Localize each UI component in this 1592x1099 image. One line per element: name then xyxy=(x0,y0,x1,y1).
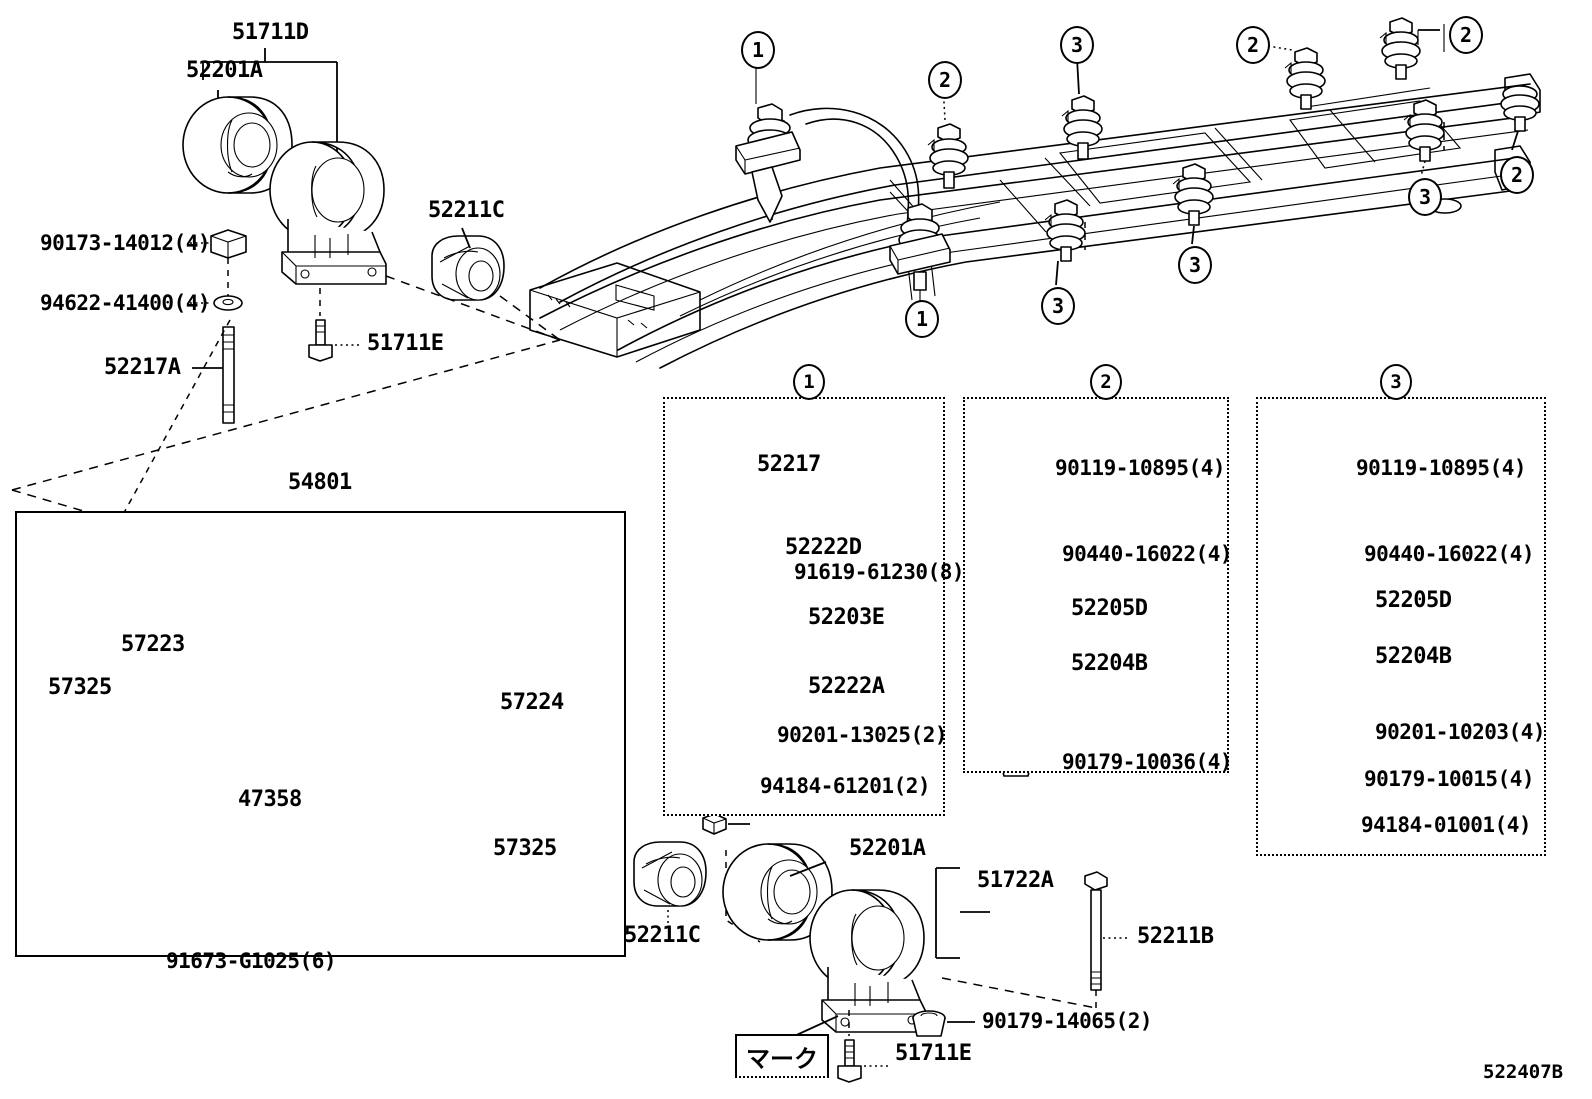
label-52205D-box2: 52205D xyxy=(1071,596,1148,621)
frame-callout-3b: 3 xyxy=(1408,178,1442,216)
label-52217A: 52217A xyxy=(104,355,181,380)
frame-callout-2a: 2 xyxy=(928,61,962,99)
label-51711E-bottom: 51711E xyxy=(895,1041,972,1066)
label-54801: 54801 xyxy=(288,470,352,495)
label-90179-10036: 90179-10036(4) xyxy=(1062,750,1233,774)
label-91673-G1025: 91673-G1025(6) xyxy=(166,949,337,973)
part-51711d-bracket xyxy=(269,141,387,285)
label-94184-01001: 94184-01001(4) xyxy=(1361,813,1532,837)
label-90440-16022-box2: 90440-16022(4) xyxy=(1062,542,1233,566)
label-52222A: 52222A xyxy=(808,674,885,699)
label-51711D: 51711D xyxy=(232,20,309,45)
label-90179-10015: 90179-10015(4) xyxy=(1364,767,1535,791)
label-90119-10895-box2: 90119-10895(4) xyxy=(1055,456,1226,480)
part-52211c-collar-top xyxy=(431,235,505,301)
label-52222D: 52222D xyxy=(785,535,862,560)
mark-box: マーク xyxy=(735,1034,829,1078)
label-90440-16022-box3: 90440-16022(4) xyxy=(1364,542,1535,566)
label-91619-61230: 91619-61230(8) xyxy=(794,560,965,584)
detail-box-1-number: 1 xyxy=(793,364,825,400)
label-90179-14065: 90179-14065(2) xyxy=(982,1009,1153,1033)
label-47358: 47358 xyxy=(238,787,302,812)
part-94622-washer xyxy=(213,295,243,311)
bottom-right-assembly-art xyxy=(633,841,1128,1083)
frame-callout-3c: 3 xyxy=(1178,246,1212,284)
label-90201-10203: 90201-10203(4) xyxy=(1375,720,1546,744)
label-52211C-bottom: 52211C xyxy=(624,923,701,948)
detail-box-3-number: 3 xyxy=(1380,364,1412,400)
label-51711E-top: 51711E xyxy=(367,331,444,356)
label-57325-right: 57325 xyxy=(493,836,557,861)
detail-box-2-number: 2 xyxy=(1090,364,1122,400)
label-90119-10895-box3: 90119-10895(4) xyxy=(1356,456,1527,480)
chassis-frame xyxy=(529,73,1541,369)
frame-callout-2c: 2 xyxy=(1449,16,1483,54)
frame-callout-1a: 1 xyxy=(741,31,775,69)
label-52211C-top: 52211C xyxy=(428,198,505,223)
detail-box-1 xyxy=(663,397,945,816)
label-57223: 57223 xyxy=(121,632,185,657)
label-52211B: 52211B xyxy=(1137,924,1214,949)
label-94184-61201: 94184-61201(2) xyxy=(760,774,931,798)
label-51722A: 51722A xyxy=(977,868,1054,893)
detail-box-3 xyxy=(1256,397,1546,856)
label-52205D-box3: 52205D xyxy=(1375,588,1452,613)
diagram-id: 522407B xyxy=(1483,1061,1564,1083)
part-90173-nut xyxy=(210,229,247,259)
label-52204B-box3: 52204B xyxy=(1375,644,1452,669)
frame-callout-3a: 3 xyxy=(1060,26,1094,64)
label-52203E: 52203E xyxy=(808,605,885,630)
label-57325-left: 57325 xyxy=(48,675,112,700)
bumper-assembly-box xyxy=(15,511,626,957)
label-52204B-box2: 52204B xyxy=(1071,651,1148,676)
detail-box-2 xyxy=(963,397,1229,773)
frame-callout-2b: 2 xyxy=(1236,26,1270,64)
frame-mount-points xyxy=(735,17,1540,306)
frame-callout-2d: 2 xyxy=(1500,156,1534,194)
label-52217: 52217 xyxy=(757,452,821,477)
part-52217a-bolt xyxy=(222,326,235,424)
frame-callout-3d: 3 xyxy=(1041,287,1075,325)
label-90173-14012: 90173-14012(4) xyxy=(40,231,211,255)
frame-callout-1b: 1 xyxy=(905,300,939,338)
label-94622-41400: 94622-41400(4) xyxy=(40,291,211,315)
label-57224: 57224 xyxy=(500,690,564,715)
part-51711e-bolt-top xyxy=(308,319,333,362)
label-52201A-bottom: 52201A xyxy=(849,836,926,861)
label-90201-13025: 90201-13025(2) xyxy=(777,723,948,747)
label-52201A: 52201A xyxy=(186,58,263,83)
